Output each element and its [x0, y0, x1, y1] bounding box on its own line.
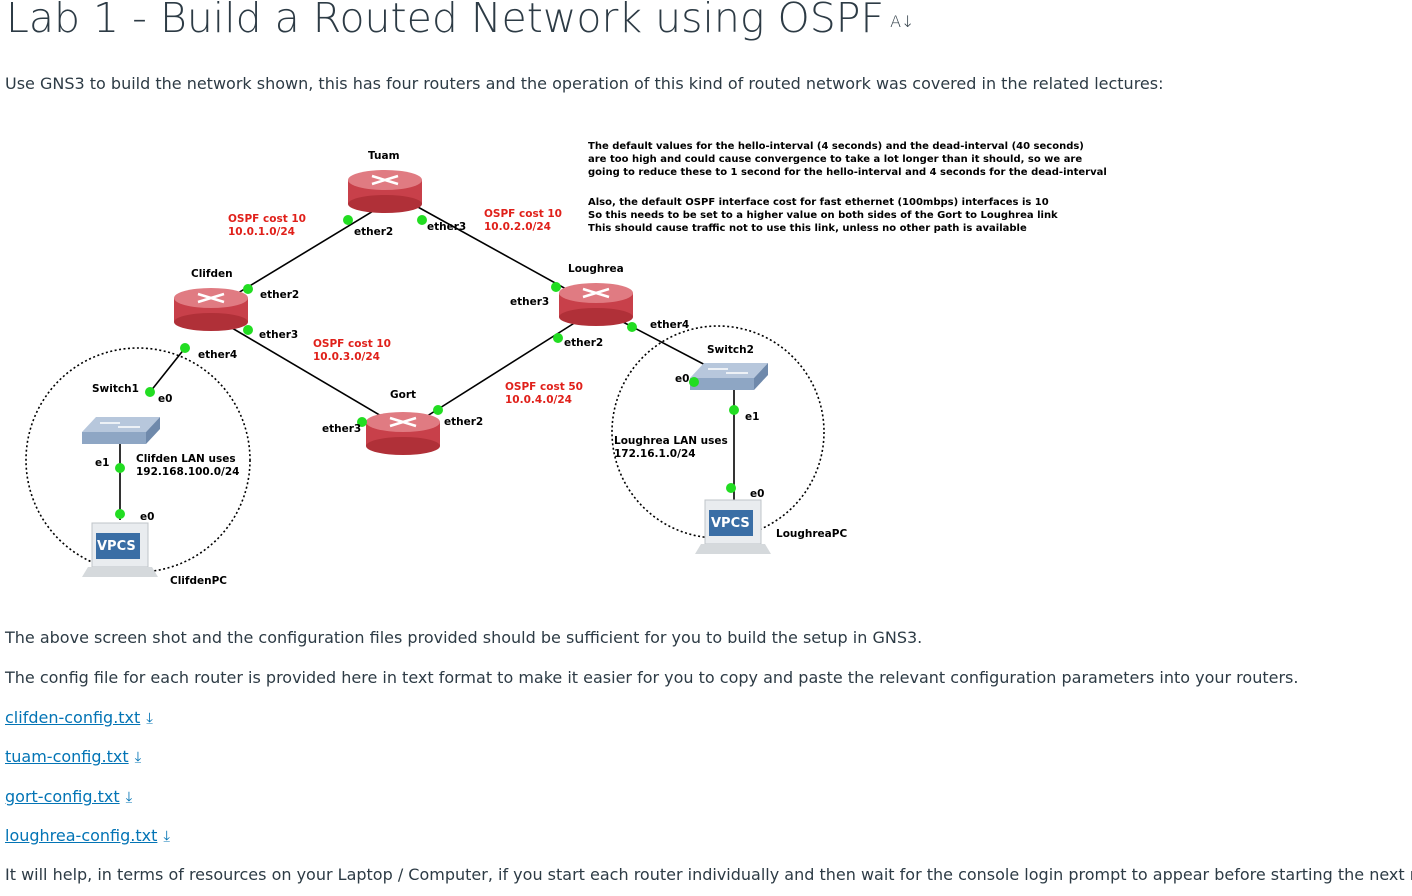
port-label: e0 [158, 393, 172, 405]
label-loughrea-pc: LoughreaPC [776, 528, 847, 540]
paragraph-config-files: The config file for each router is provi… [5, 668, 1299, 687]
note-line: going to reduce these to 1 second for th… [588, 167, 1107, 178]
cost-gort-loughrea: OSPF cost 50 [505, 381, 583, 393]
cost-tuam-loughrea: OSPF cost 10 [484, 208, 562, 220]
port-label: ether3 [427, 221, 466, 233]
router-loughrea[interactable] [559, 283, 633, 326]
port-label: e1 [745, 411, 759, 423]
note-line: Also, the default OSPF interface cost fo… [588, 197, 1049, 208]
port-label: e0 [140, 511, 154, 523]
label-clifden: Clifden [191, 268, 233, 280]
clifden-lan-subnet: 192.168.100.0/24 [136, 466, 239, 478]
file-link-tuam[interactable]: tuam-config.txt⤓ [5, 747, 142, 766]
file-link-gort[interactable]: gort-config.txt⤓ [5, 787, 133, 806]
switch2[interactable] [690, 363, 768, 390]
router-clifden[interactable] [174, 288, 248, 331]
label-clifden-pc: ClifdenPC [170, 575, 227, 587]
cost-clifden-gort: OSPF cost 10 [313, 338, 391, 350]
label-gort: Gort [390, 389, 416, 401]
port-label: ether3 [259, 329, 298, 341]
port-label: ether2 [564, 337, 603, 349]
loughrea-lan-label: Loughrea LAN uses [614, 435, 728, 447]
net-tuam-loughrea: 10.0.2.0/24 [484, 221, 551, 233]
note-line: This should cause traffic not to use thi… [588, 223, 1027, 234]
download-icon[interactable]: ⤓ [134, 748, 142, 766]
intro-paragraph: Use GNS3 to build the network shown, thi… [5, 74, 1164, 93]
port-label: ether2 [444, 416, 483, 428]
note-line: are too high and could cause convergence… [588, 154, 1082, 165]
port-label: ether2 [260, 289, 299, 301]
file-link-clifden[interactable]: clifden-config.txt⤓ [5, 708, 153, 727]
port-label: e0 [750, 488, 764, 500]
note-line: The default values for the hello-interva… [588, 141, 1084, 152]
port-label: ether4 [198, 349, 237, 361]
port-dots [115, 215, 739, 519]
loughrea-lan-circle [611, 325, 825, 539]
clifden-pc-vpcs-label: VPCS [97, 539, 136, 554]
paragraph-screenshot-sufficient: The above screen shot and the configurat… [5, 628, 923, 647]
net-clifden-tuam: 10.0.1.0/24 [228, 226, 295, 238]
net-clifden-gort: 10.0.3.0/24 [313, 351, 380, 363]
port-label: e0 [675, 373, 689, 385]
clifden-lan-label: Clifden LAN uses [136, 453, 236, 465]
download-icon[interactable]: ⤓ [125, 788, 133, 806]
label-tuam: Tuam [368, 150, 400, 162]
port-label: e1 [95, 457, 109, 469]
download-icon[interactable]: ⤓ [163, 827, 171, 845]
label-loughrea: Loughrea [568, 263, 624, 275]
network-diagram: VPCS VPCS Tuam Clifden Loughrea Gort Swi… [25, 141, 1107, 587]
router-gort[interactable] [366, 412, 440, 455]
loughrea-pc[interactable]: VPCS [695, 499, 771, 554]
paragraph-start-routers: It will help, in terms of resources on y… [5, 865, 1412, 884]
net-gort-loughrea: 10.0.4.0/24 [505, 394, 572, 406]
label-switch1: Switch1 [92, 383, 139, 395]
loughrea-lan-subnet: 172.16.1.0/24 [614, 448, 696, 460]
port-label: ether4 [650, 319, 689, 331]
port-label: ether3 [322, 423, 361, 435]
note-line: So this needs to be set to a higher valu… [588, 210, 1058, 221]
port-label: ether3 [510, 296, 549, 308]
download-icon[interactable]: ⤓ [146, 709, 153, 727]
clifden-pc[interactable]: VPCS [82, 522, 158, 577]
cost-clifden-tuam: OSPF cost 10 [228, 213, 306, 225]
router-tuam[interactable] [348, 170, 422, 213]
label-switch2: Switch2 [707, 344, 754, 356]
immersive-reader-icon[interactable]: A↓ [890, 11, 915, 31]
switch1[interactable] [82, 417, 160, 444]
loughrea-pc-vpcs-label: VPCS [711, 516, 750, 531]
page-title: Lab 1 - Build a Routed Network using OSP… [6, 0, 915, 42]
file-link-loughrea[interactable]: loughrea-config.txt⤓ [5, 826, 171, 845]
port-label: ether2 [354, 226, 393, 238]
